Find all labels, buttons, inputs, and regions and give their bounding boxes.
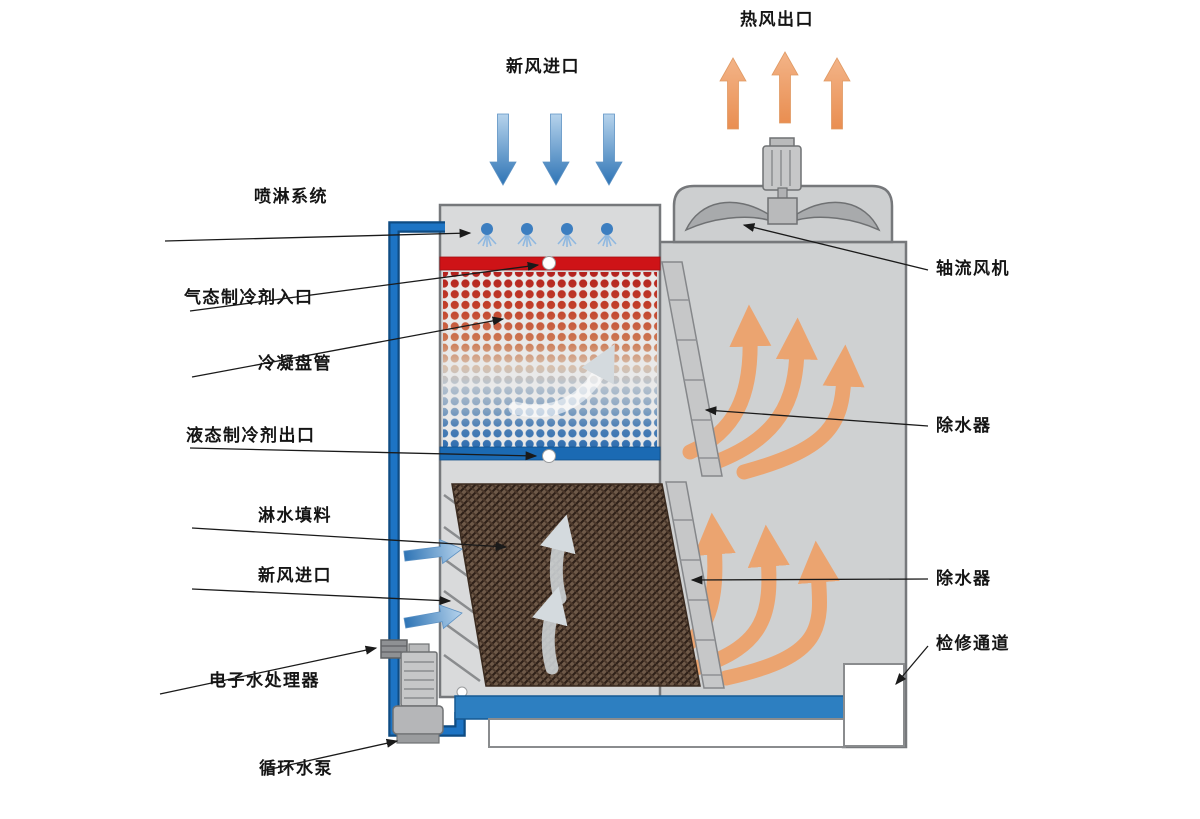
- leader-lines: [159, 223, 929, 772]
- spray-nozzles: [477, 223, 617, 247]
- label-hot-air-outlet: 热风出口: [740, 10, 814, 29]
- refrigerant-inlet-header: [439, 256, 661, 271]
- label-fill-media: 淋水填料: [258, 506, 332, 525]
- label-spray-system: 喷淋系统: [254, 187, 328, 206]
- drift-eliminator-upper: [661, 261, 723, 477]
- label-circulating-water-pump: 循环水泵: [259, 759, 333, 778]
- fill-media: [451, 483, 701, 698]
- drift-eliminator-lower: [665, 481, 725, 689]
- label-drift-eliminator-lower: 除水器: [936, 569, 992, 588]
- circulation-pump: [392, 643, 444, 744]
- label-liquid-refrigerant-outlet: 液态制冷剂出口: [186, 426, 316, 445]
- label-fresh-air-inlet-top: 新风进口: [506, 57, 580, 76]
- service-access-opening: [843, 663, 905, 747]
- label-condensing-coil: 冷凝盘管: [258, 354, 332, 373]
- hot-air-outlet-arrows: [719, 51, 851, 130]
- label-electronic-water-treater: 电子水处理器: [209, 671, 320, 690]
- label-gaseous-refrigerant-inlet: 气态制冷剂入口: [184, 288, 314, 307]
- refrigerant-outlet-header: [439, 446, 661, 463]
- fan-motor: [762, 137, 802, 201]
- label-drift-eliminator-upper: 除水器: [936, 416, 992, 435]
- label-service-access: 检修通道: [936, 634, 1010, 653]
- fan-blades: [684, 197, 881, 232]
- label-axial-fan: 轴流风机: [936, 259, 1010, 278]
- water-basin: [454, 695, 846, 748]
- condenser-coil: [443, 272, 657, 448]
- label-fresh-air-inlet-side: 新风进口: [258, 566, 332, 585]
- fresh-air-arrows-top: [489, 113, 623, 186]
